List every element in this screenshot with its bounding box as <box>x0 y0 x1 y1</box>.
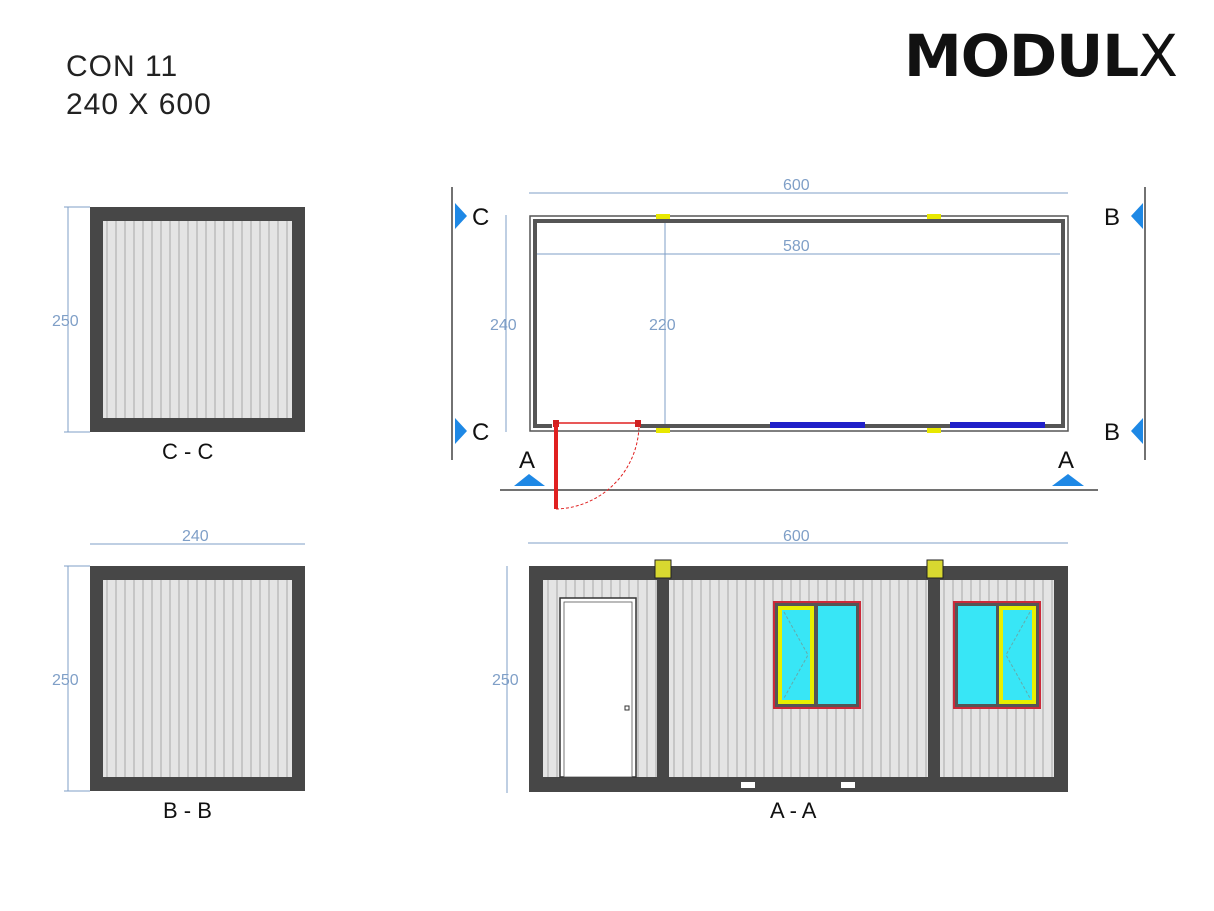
marker-a-right: A <box>1058 447 1074 474</box>
bb-width-dim: 240 <box>182 528 209 545</box>
logo-x: X <box>1138 22 1178 90</box>
section-aa: 600 250 A - A <box>492 528 1068 823</box>
plan-width-outer-dim: 240 <box>490 317 517 334</box>
marker-b-bottom: B <box>1104 419 1120 446</box>
bb-label: B - B <box>163 798 212 823</box>
aa-height-dim: 250 <box>492 672 519 689</box>
cc-height-dim: 250 <box>52 313 79 330</box>
marker-c-top-icon <box>455 203 467 229</box>
aa-length-dim: 600 <box>783 528 810 545</box>
marker-c-bottom-icon <box>455 418 467 444</box>
aa-label: A - A <box>770 798 817 823</box>
plan-length-outer-dim: 600 <box>783 177 810 194</box>
marker-b-top: B <box>1104 204 1120 231</box>
marker-b-top-icon <box>1131 203 1143 229</box>
floor-plan: 600 580 240 220 C C B B A <box>451 177 1146 510</box>
marker-c-top: C <box>472 204 489 231</box>
section-bb: 240 250 B - B <box>52 528 305 823</box>
marker-a-right-icon <box>1052 474 1084 486</box>
cc-label: C - C <box>162 439 213 464</box>
window-2 <box>953 601 1041 709</box>
marker-c-bottom: C <box>472 419 489 446</box>
marker-a-left: A <box>519 447 535 474</box>
window-1 <box>773 601 861 709</box>
marker-b-bottom-icon <box>1131 418 1143 444</box>
logo-text: MODUL <box>904 22 1139 90</box>
brand-logo: MODULX <box>904 22 1178 90</box>
section-cc: 250 C - C <box>52 206 305 464</box>
model-title: CON 11 <box>66 50 179 83</box>
plan-length-inner-dim: 580 <box>783 238 810 255</box>
model-size: 240 X 600 <box>66 88 212 121</box>
marker-a-left-icon <box>514 474 545 486</box>
plan-width-inner-dim: 220 <box>649 317 676 334</box>
bb-height-dim: 250 <box>52 672 79 689</box>
